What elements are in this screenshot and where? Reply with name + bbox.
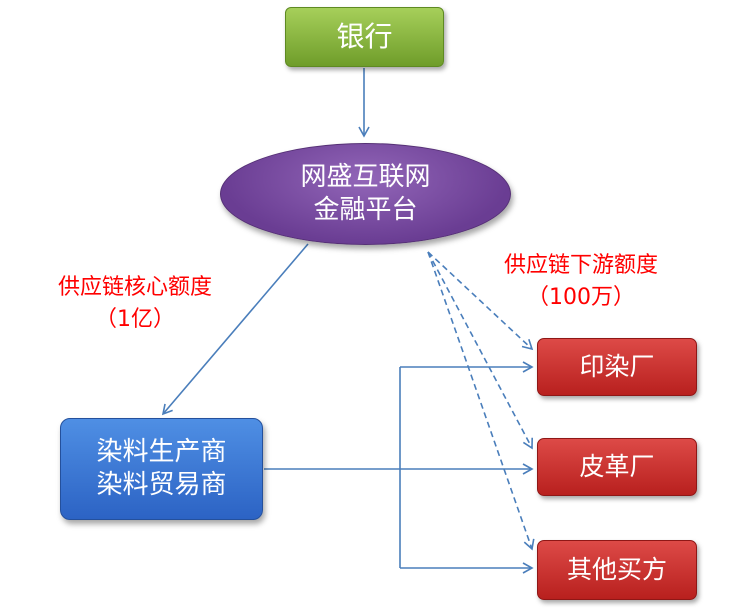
leather-factory-node: 皮革厂: [537, 438, 697, 496]
core-credit-amount: （1亿）: [95, 306, 175, 332]
producer-node: 染料生产商 染料贸易商: [60, 418, 263, 520]
bank-node: 银行: [285, 7, 444, 67]
credit-to-dye-factory-dashed-arrow: [427, 251, 534, 351]
platform-node: 网盛互联网 金融平台: [220, 143, 511, 245]
core-credit-annotation: 供应链核心额度 （1亿）: [20, 272, 250, 336]
producer-label-line-1: 染料生产商: [96, 436, 227, 467]
producer-label-line-2: 染料贸易商: [96, 470, 227, 500]
platform-label-line-1: 网盛互联网: [300, 161, 431, 192]
platform-to-producer-arrow: [161, 243, 309, 416]
core-credit-title: 供应链核心额度: [57, 275, 212, 300]
downstream-credit-annotation: 供应链下游额度 （100万）: [466, 250, 696, 314]
downstream-credit-title: 供应链下游额度: [503, 253, 658, 278]
downstream-credit-amount: （100万）: [527, 284, 635, 310]
other-buyers-label: 其他买方: [566, 555, 667, 584]
leather-factory-label: 皮革厂: [579, 452, 655, 481]
platform-label-line-2: 金融平台: [313, 195, 418, 225]
credit-to-other-buyers-dashed-arrow: [427, 251, 535, 551]
bank-label: 银行: [336, 20, 393, 54]
credit-to-leather-factory-dashed-arrow: [427, 251, 533, 450]
dye-factory-node: 印染厂: [537, 338, 697, 396]
dye-factory-label: 印染厂: [579, 352, 655, 381]
other-buyers-node: 其他买方: [537, 540, 697, 600]
